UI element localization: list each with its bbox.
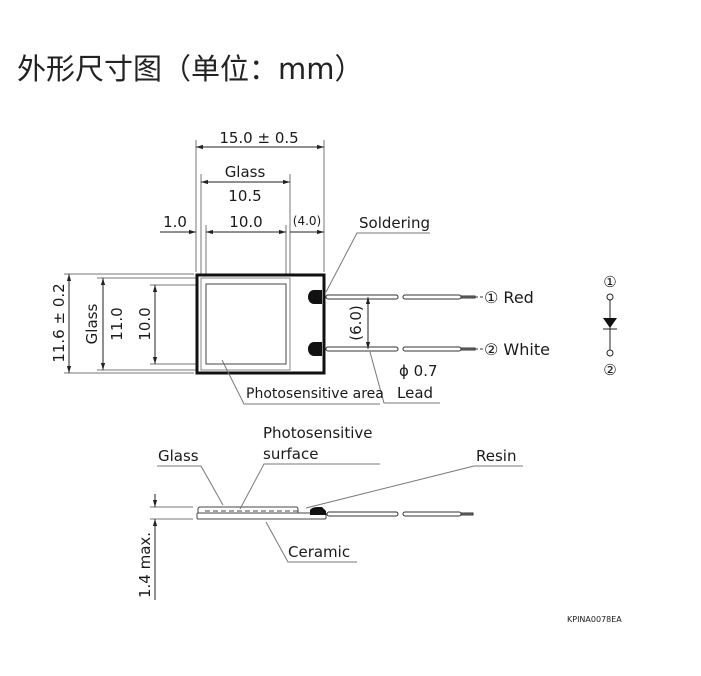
pin1-label: ① bbox=[603, 273, 616, 291]
glass-leader bbox=[157, 465, 224, 506]
photosensitive-surface-label-2: surface bbox=[263, 445, 318, 463]
side-view: 1.4 max. Glass Photosensitive surface Re… bbox=[136, 424, 523, 600]
glass-width-label: 10.5 bbox=[228, 187, 261, 205]
lead-2 bbox=[325, 346, 484, 352]
ceramic-label: Ceramic bbox=[288, 543, 350, 561]
solder-pad-1 bbox=[308, 290, 322, 304]
diode-symbol: ① ② bbox=[603, 273, 617, 379]
thickness-label: 1.4 max. bbox=[136, 532, 154, 598]
resin-leader bbox=[305, 465, 523, 509]
overall-width-label: 15.0 ± 0.5 bbox=[219, 129, 298, 147]
ceramic-layer bbox=[196, 512, 327, 520]
glass-label-vertical: Glass bbox=[83, 304, 101, 345]
side-lead bbox=[326, 511, 474, 517]
overall-height-label: 11.6 ± 0.2 bbox=[50, 283, 68, 362]
photosensitive-area-leader bbox=[221, 359, 380, 405]
lead-2-label: ② White bbox=[484, 340, 550, 359]
area-width-label: 10.0 bbox=[229, 213, 262, 231]
lead-1 bbox=[325, 294, 484, 300]
glass-side-label: Glass bbox=[158, 447, 199, 465]
photosensitive-area-label: Photosensitive area bbox=[246, 386, 384, 402]
drawing-code: KPINA0078EA bbox=[567, 615, 622, 624]
area-height-label: 10.0 bbox=[136, 307, 154, 340]
resin-label: Resin bbox=[476, 447, 516, 465]
soldering-leader bbox=[325, 232, 430, 293]
glass-label: Glass bbox=[225, 163, 266, 181]
photosensitive-area bbox=[205, 283, 287, 365]
package-outline bbox=[195, 273, 326, 375]
pin2-label: ② bbox=[603, 361, 616, 379]
lead-diameter-label: ϕ 0.7 bbox=[399, 362, 438, 380]
surface-leader bbox=[239, 463, 380, 510]
glass-outline bbox=[200, 277, 291, 371]
page-title: 外形尺寸图（单位：mm） bbox=[17, 52, 364, 86]
top-view: 15.0 ± 0.5 Glass 10.5 1.0 10.0 (4.0) 11.… bbox=[50, 129, 550, 405]
diode-icon bbox=[603, 318, 617, 328]
solder-pad-2 bbox=[308, 342, 322, 356]
glass-height-label: 11.0 bbox=[108, 307, 126, 340]
lead-pitch-label: (6.0) bbox=[347, 305, 365, 341]
lead-1-label: ① Red bbox=[484, 288, 534, 307]
resin-blob bbox=[310, 507, 326, 515]
offset-label: 1.0 bbox=[163, 213, 187, 231]
lead-label: Lead bbox=[397, 384, 433, 402]
photosensitive-surface-label-1: Photosensitive bbox=[263, 424, 372, 442]
soldering-label: Soldering bbox=[359, 214, 430, 232]
lead-leader bbox=[369, 351, 440, 404]
ceramic-leader bbox=[265, 521, 357, 563]
lead-side-label: (4.0) bbox=[293, 214, 321, 228]
